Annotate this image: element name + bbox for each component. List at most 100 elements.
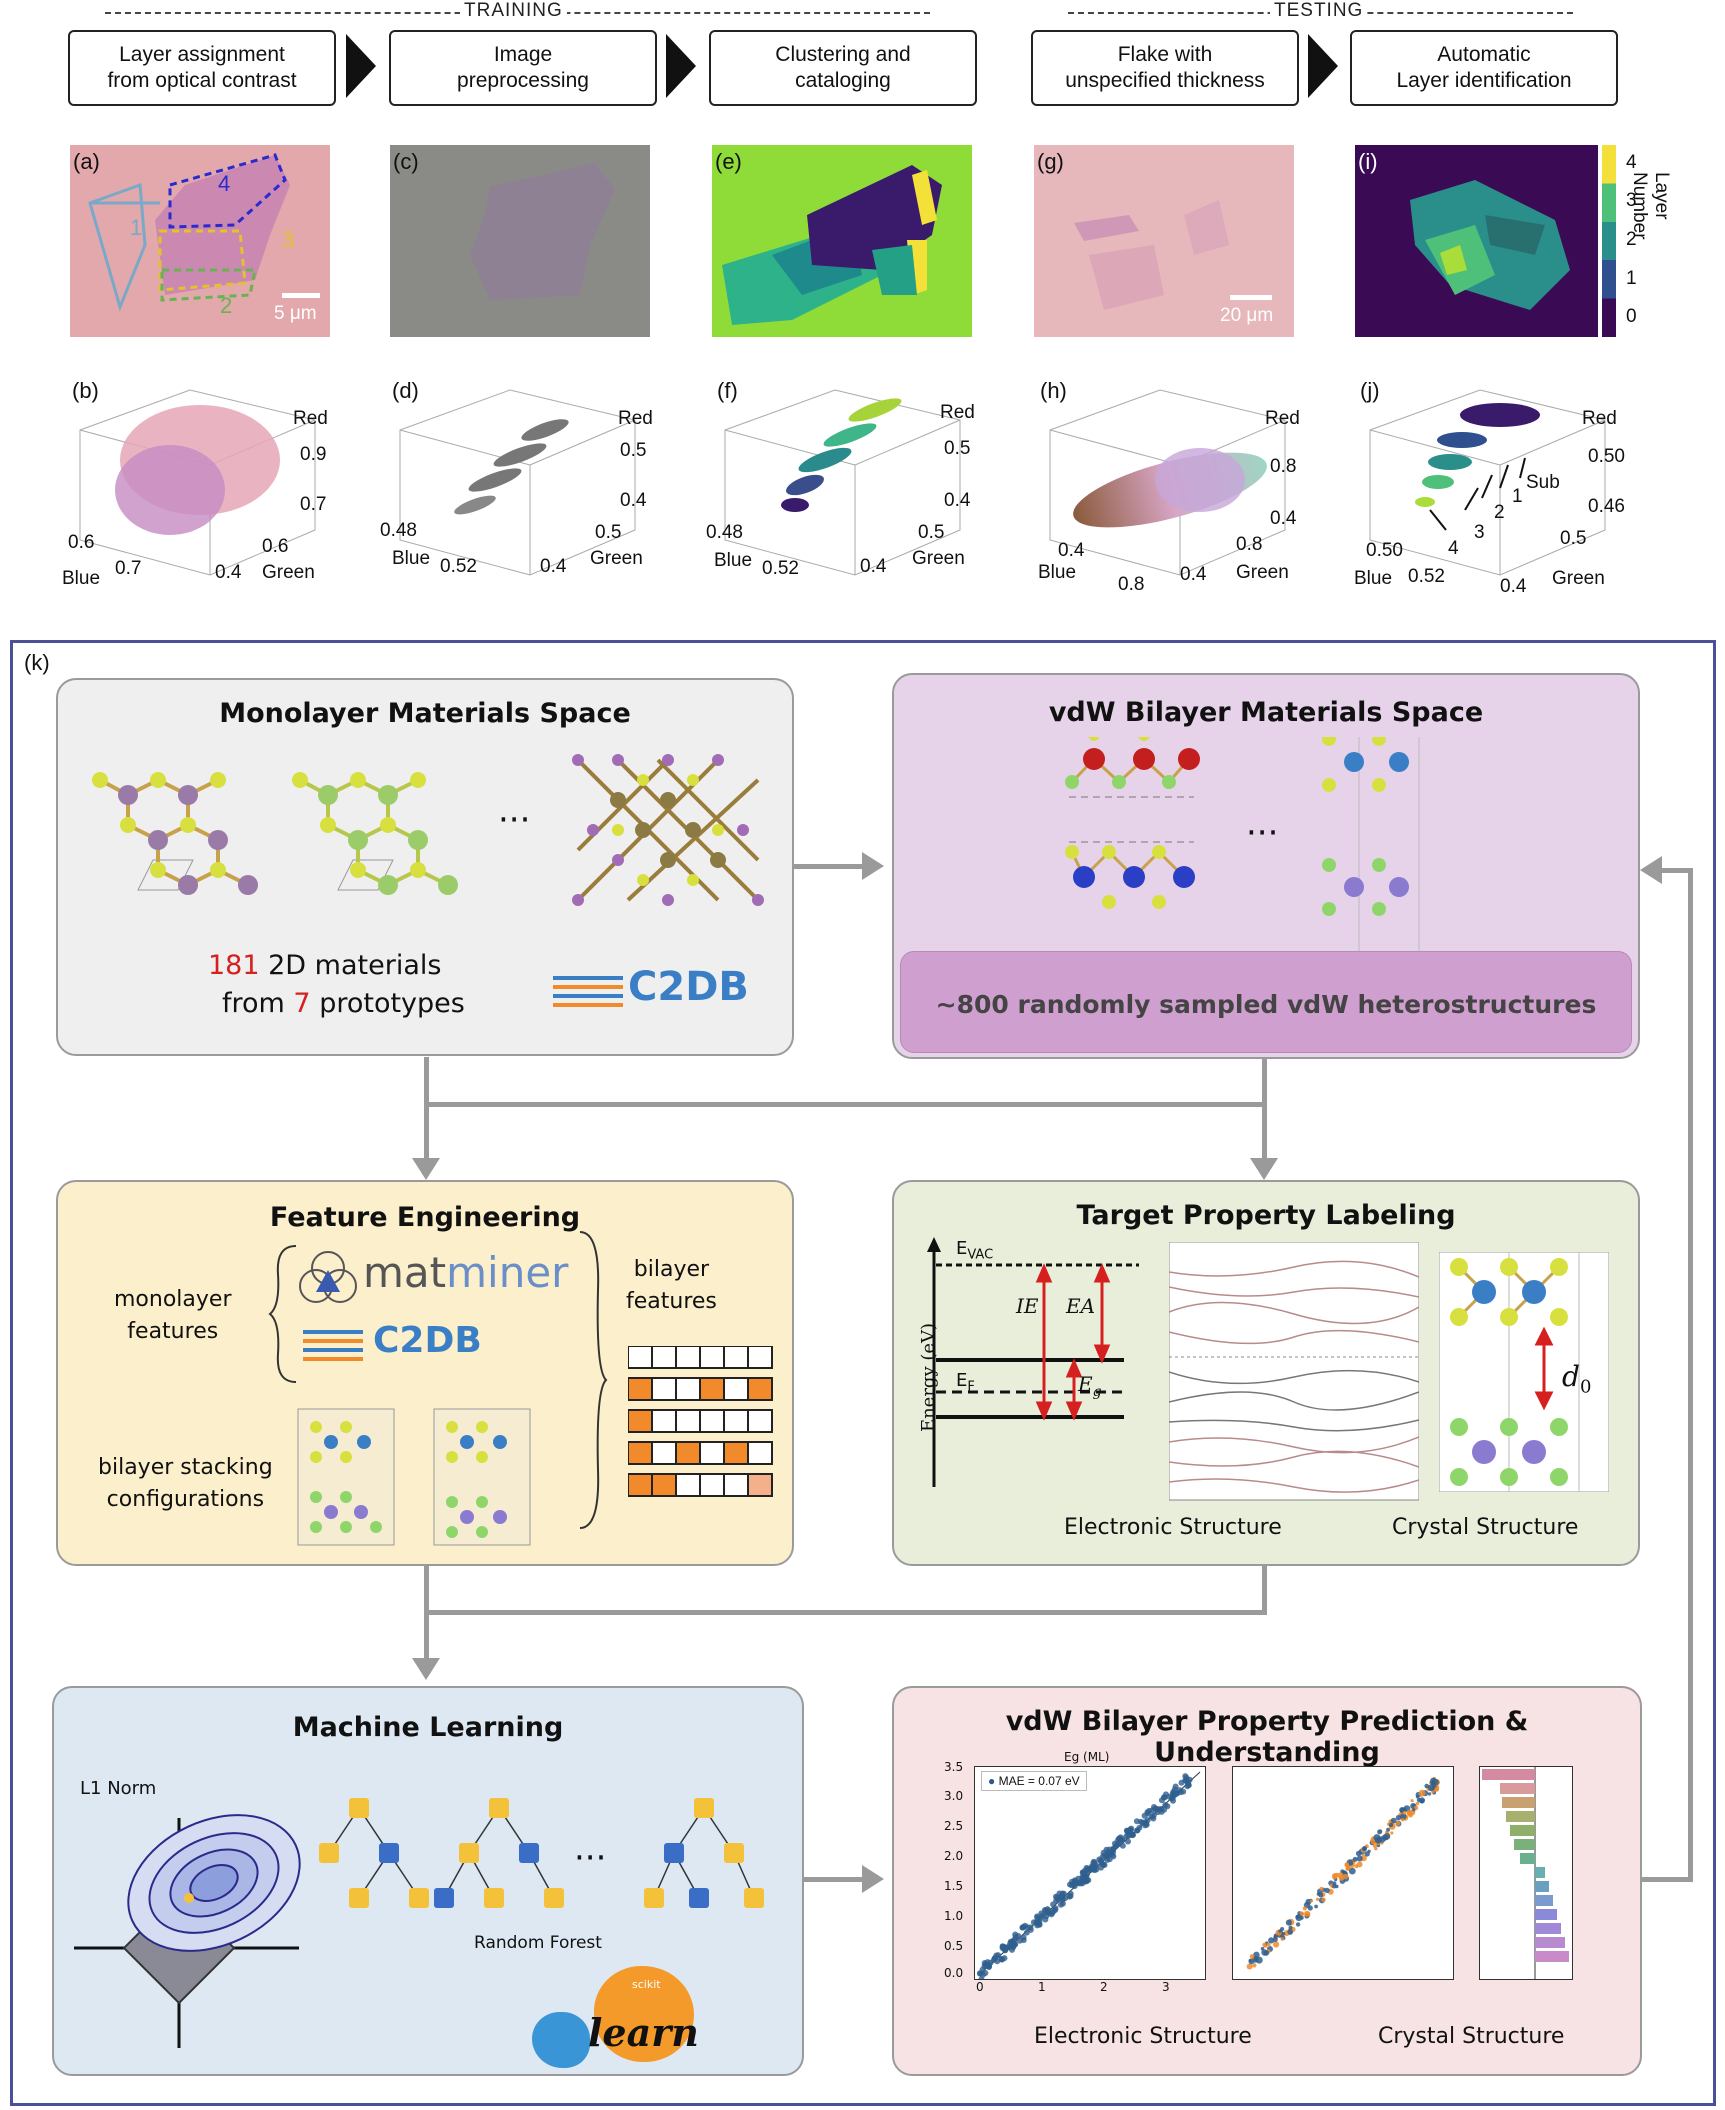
rgb-cube-h	[1049, 389, 1286, 576]
step-arrow	[666, 34, 696, 98]
scatter-point	[1154, 1809, 1161, 1816]
training-label: TRAINING	[460, 0, 567, 22]
sampled-text: ~800 randomly sampled vdW heterostructur…	[935, 990, 1597, 1019]
scatter-point	[1299, 1911, 1304, 1916]
scatter-point	[1053, 1897, 1060, 1904]
scatter-point	[1034, 1913, 1041, 1920]
scatter-point	[1077, 1880, 1084, 1887]
axis-tick: 0.7	[115, 558, 142, 579]
feedback-connector	[1660, 868, 1692, 873]
scatter-point	[1268, 1937, 1275, 1944]
monolayer-structures	[92, 754, 764, 906]
scatter-point	[1123, 1833, 1130, 1840]
scatter-point	[1280, 1937, 1284, 1941]
crystal-structure-label: Crystal Structure	[1378, 2024, 1565, 2049]
parity-xticks: 0 1 2 3	[974, 1980, 1204, 1996]
scatter-point	[1002, 1947, 1009, 1954]
stacking-label: bilayer stacking configurations	[98, 1455, 273, 1512]
rgb-cube-d	[399, 389, 636, 576]
material-count: 181 2D materials	[208, 950, 441, 981]
scatter-point	[1321, 1897, 1326, 1902]
rgb-cube-j	[1369, 389, 1606, 576]
arrow-head	[1640, 856, 1662, 884]
axis-tick: 0.4	[1180, 564, 1207, 585]
stacking-configurations	[297, 1408, 531, 1546]
matminer-logo-text: matminer	[363, 1248, 568, 1297]
x-tick: 2	[1100, 1980, 1108, 1994]
connector	[800, 1877, 865, 1882]
scatter-point	[1262, 1942, 1267, 1947]
scatter-point	[1319, 1886, 1324, 1891]
ellipsis: ···	[498, 800, 531, 840]
step-flake: Flake with unspecified thickness	[1031, 30, 1299, 106]
axis-red-label: Red	[618, 408, 653, 429]
arrow-head	[862, 852, 884, 880]
arrow-head	[862, 1865, 884, 1893]
axis-tick: 0.8	[1270, 456, 1297, 477]
step-clustering: Clustering and cataloging	[709, 30, 977, 106]
scatter-point	[1142, 1822, 1149, 1829]
axis-blue-label: Blue	[1038, 562, 1077, 583]
scatter-point	[1104, 1849, 1111, 1856]
scatter-point	[1418, 1789, 1426, 1797]
scatter-point	[1304, 1910, 1311, 1917]
parity-scatter	[977, 1771, 1201, 1983]
scatter-point	[1406, 1809, 1413, 1816]
connector	[424, 1102, 1267, 1107]
flake-test	[1074, 200, 1272, 310]
axis-tick: 0.9	[300, 444, 327, 465]
alignment-plot	[1232, 1766, 1454, 1980]
monolayer-box: Monolayer Materials Space	[56, 678, 794, 1056]
arrow-head	[412, 1158, 440, 1180]
scatter-point	[1093, 1866, 1100, 1873]
panel-i-layer-map: (i)	[1355, 145, 1598, 337]
scatter-point	[1400, 1813, 1407, 1820]
scatter-point	[982, 1970, 989, 1976]
axis-blue-label: Blue	[1354, 568, 1393, 589]
axis-blue-label: Blue	[392, 548, 431, 569]
arrow-head	[1250, 1158, 1278, 1180]
from-text: from	[222, 988, 294, 1019]
brace-icon	[579, 1231, 608, 1529]
panel-b-scatter	[60, 370, 340, 590]
connector	[424, 1057, 429, 1162]
scatter-point	[1314, 1904, 1318, 1909]
scatter-point	[1367, 1849, 1371, 1853]
y-tick: 1.0	[944, 1909, 964, 1923]
scatter-point	[1133, 1818, 1140, 1825]
scatter-point	[1382, 1834, 1389, 1841]
panel-c-preprocessed: (c)	[390, 145, 650, 337]
step-image-preprocessing: Image preprocessing	[389, 30, 657, 106]
feature-engineering-box: Feature Engineering monolayer features m…	[56, 1180, 794, 1566]
panel-label: (g)	[1037, 149, 1064, 174]
scatter-point	[1249, 1954, 1255, 1959]
scatter-point	[981, 1960, 988, 1966]
scatter-point	[1039, 1912, 1046, 1919]
y-tick: 0.5	[944, 1939, 964, 1953]
random-forest-label: Random Forest	[474, 1933, 602, 1953]
scatter-point	[1434, 1786, 1440, 1792]
colorbar-tick: 3	[1626, 190, 1637, 211]
sklearn-big-text: learn	[588, 2010, 699, 2055]
prototype-count: from 7 prototypes	[222, 988, 465, 1019]
energy-diagram	[927, 1237, 1139, 1487]
monolayer-features-label: monolayer features	[114, 1287, 232, 1344]
scatter-point	[1185, 1782, 1192, 1789]
panel-g-micrograph: (g) 20 μm	[1034, 145, 1294, 337]
annotation-layer-2: 2	[1494, 502, 1505, 523]
scatter-point	[1309, 1899, 1313, 1903]
scatter-point	[1252, 1963, 1257, 1968]
evac-symbol: E	[956, 1238, 968, 1259]
axis-tick: 0.4	[860, 556, 887, 577]
axis-red-label: Red	[940, 402, 975, 423]
crystal-structure	[1439, 1252, 1609, 1492]
panel-label: (j)	[1360, 378, 1380, 403]
ef-symbol: E	[956, 1370, 968, 1391]
y-tick: 2.0	[944, 1849, 964, 1863]
scatter-point	[1115, 1837, 1121, 1844]
box-title: Feature Engineering	[269, 1202, 581, 1233]
scatter-point	[1260, 1946, 1265, 1951]
energy-axis-label: Energy (eV)	[918, 1322, 940, 1433]
panel-label: (i)	[1358, 149, 1378, 174]
scatter-point	[1401, 1818, 1405, 1822]
